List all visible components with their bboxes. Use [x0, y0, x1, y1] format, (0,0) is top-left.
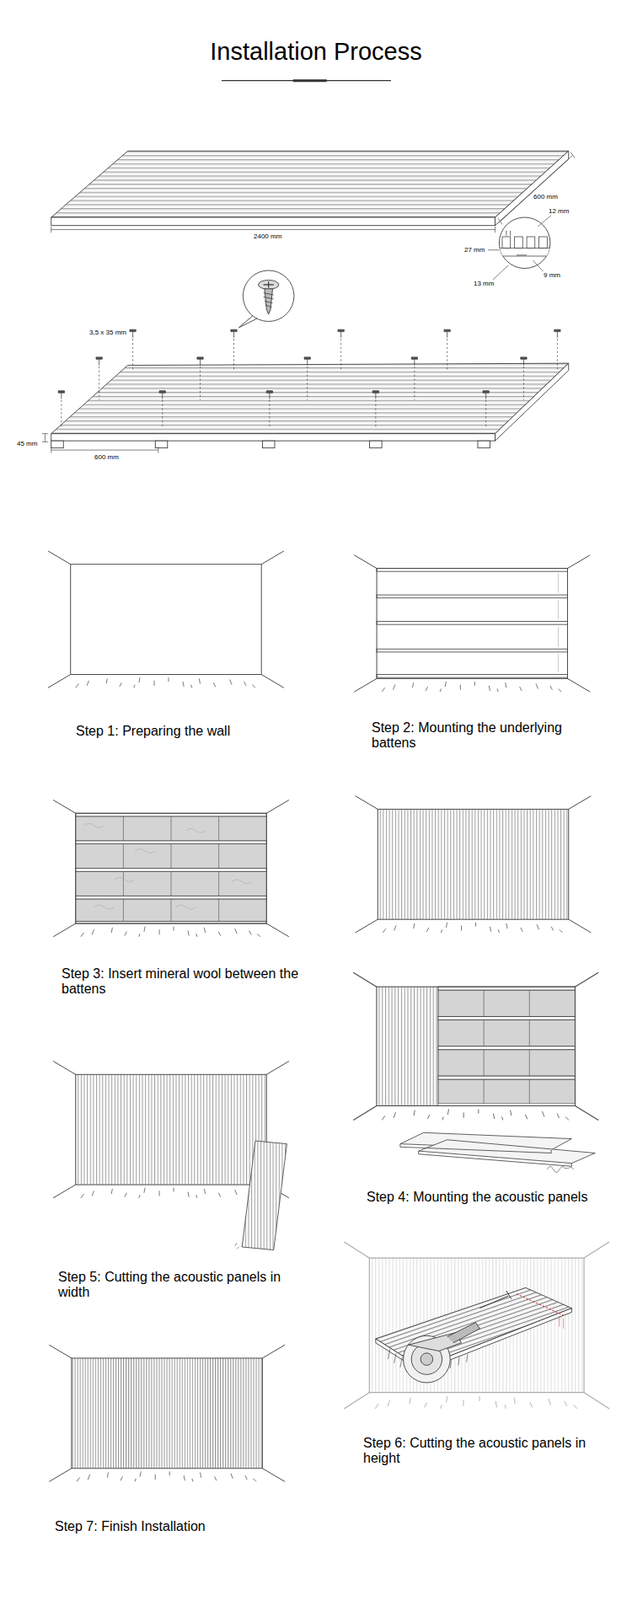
step-caption: Step 5: Cutting the acoustic panels in w… [58, 1269, 303, 1302]
dimension-label: 13 mm [472, 280, 495, 288]
step-caption: Step 7: Finish Installation [54, 1519, 325, 1535]
title-underline [221, 80, 391, 81]
dimension-label: 600 mm [93, 454, 120, 461]
room-step7 [48, 1344, 285, 1482]
step-caption: Step 2: Mounting the underlying battens [371, 720, 583, 752]
step-caption: Step 1: Preparing the wall [75, 723, 346, 740]
cut-panel [235, 1140, 288, 1251]
dimension-label: 45 mm [16, 440, 38, 448]
room-step1 [48, 551, 284, 688]
dimension-label: 27 mm [463, 246, 486, 254]
room-paneled [355, 796, 592, 933]
room-step6 [343, 1242, 610, 1409]
dimension-label: 600 mm [532, 193, 559, 201]
room-step2 [353, 555, 590, 692]
mounting-drawing [42, 270, 569, 454]
step-caption: Step 6: Cutting the acoustic panels in h… [363, 1435, 608, 1468]
room-step3 [53, 800, 290, 938]
step-caption: Step 3: Insert mineral wool between the … [61, 966, 302, 998]
panel-drawing [51, 150, 575, 280]
dimension-label: 2400 mm [252, 233, 283, 241]
saw-cutting [375, 1287, 573, 1383]
page-title: Installation Process [0, 39, 632, 65]
dimension-label: 12 mm [547, 208, 570, 215]
step-caption: Step 4: Mounting the acoustic panels [366, 1189, 632, 1206]
floor-panels [400, 1132, 595, 1173]
room-step4 [353, 972, 599, 1120]
dimension-label: 3,5 x 35 mm [88, 329, 128, 337]
dimension-label: 9 mm [542, 272, 562, 279]
